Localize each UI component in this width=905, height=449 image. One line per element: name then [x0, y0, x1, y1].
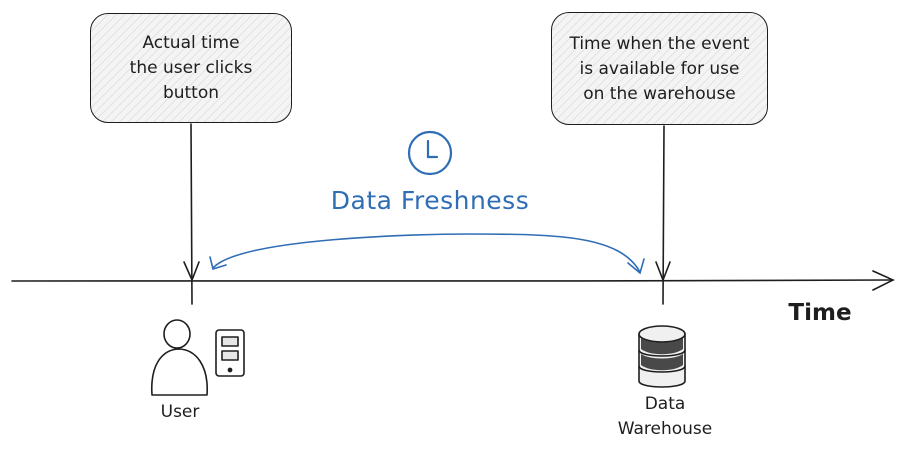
note-warehouse-available: Time when the event is available for use… — [551, 12, 768, 125]
clock-icon — [407, 130, 453, 176]
warehouse-event-marker — [655, 125, 671, 305]
data-freshness-label: Data Freshness — [330, 186, 530, 215]
time-axis-label: Time — [788, 300, 852, 326]
data-warehouse-label: Data Warehouse — [617, 394, 713, 439]
user-icon — [151, 319, 208, 396]
time-axis — [11, 270, 895, 291]
phone-icon — [215, 329, 245, 377]
note-warehouse-available-text: Time when the event is available for use… — [569, 34, 750, 104]
note-user-clicks: Actual time the user clicks button — [90, 13, 292, 123]
database-icon — [638, 325, 686, 388]
freshness-arc — [209, 233, 645, 275]
user-event-marker — [183, 123, 200, 305]
user-label: User — [160, 402, 200, 422]
note-user-clicks-text: Actual time the user clicks button — [129, 32, 253, 103]
